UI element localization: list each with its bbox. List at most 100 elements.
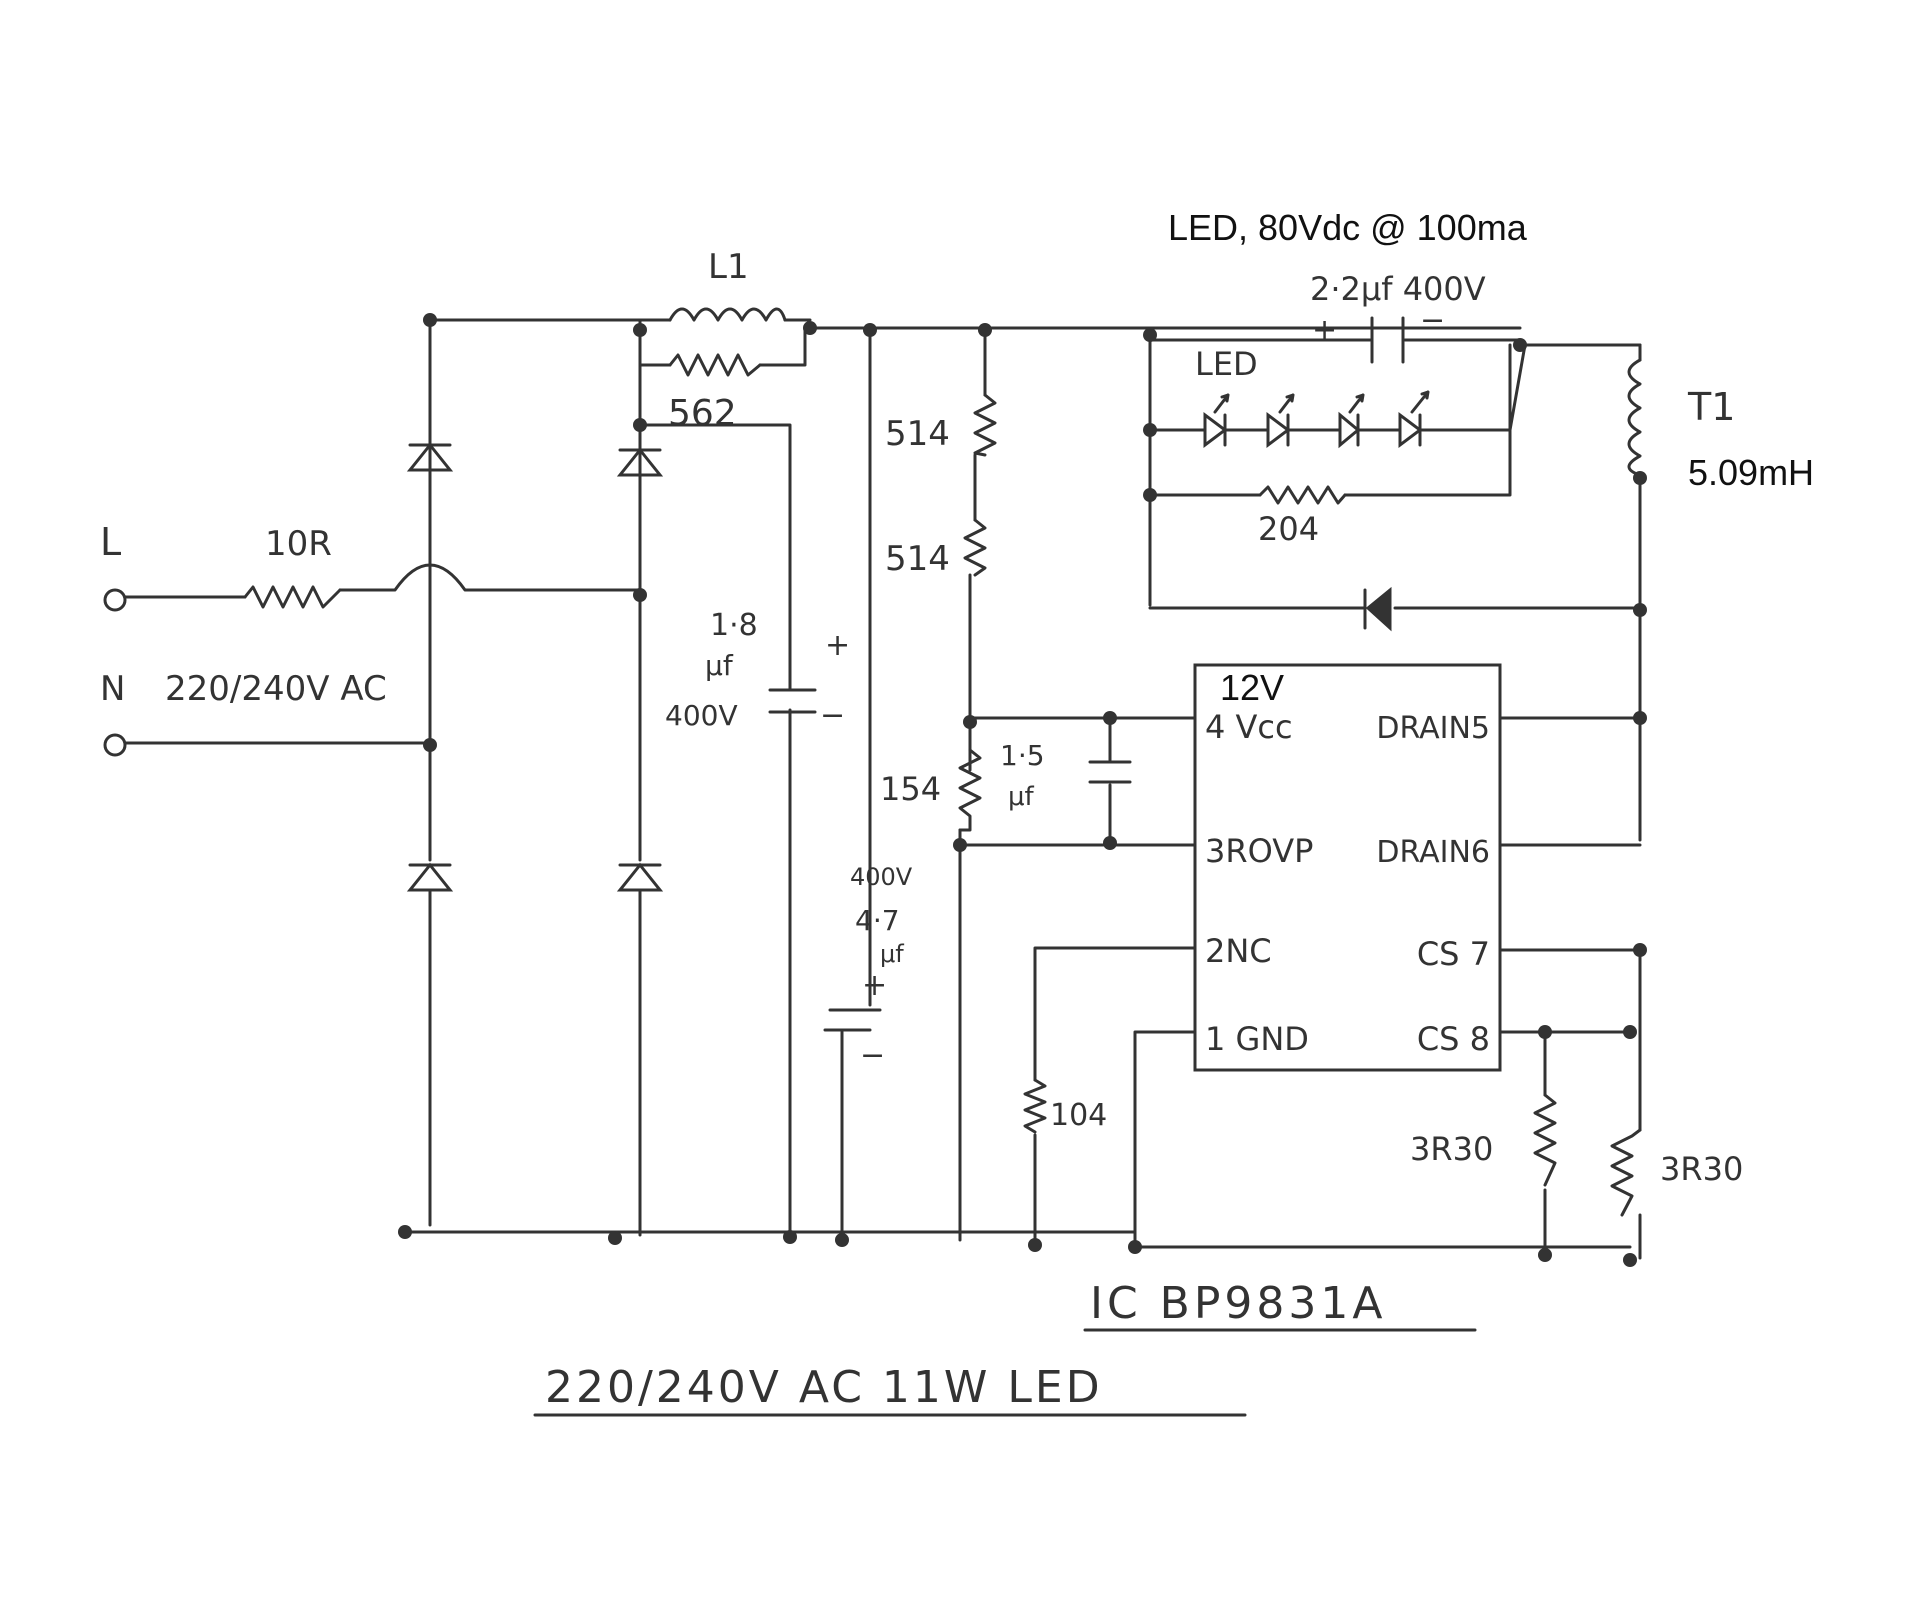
capacitor-4u7 — [823, 1008, 882, 1032]
cap-out-minus: − — [1420, 303, 1445, 338]
inductor-l1 — [668, 307, 787, 322]
line-label: L — [100, 520, 121, 564]
neutral-label: N — [100, 669, 125, 709]
transformer-value-label: 5.09mH — [1688, 452, 1814, 493]
junction-dot — [608, 1231, 622, 1245]
junction-dot — [1143, 423, 1157, 437]
wires — [116, 318, 1642, 1260]
junction-dot — [1103, 711, 1117, 725]
r204-right-lead — [1343, 343, 1512, 497]
resistor-562 — [668, 353, 762, 377]
resistor-3r30-right-label: 3R30 — [1660, 1150, 1743, 1188]
resistor-10r — [243, 585, 342, 609]
ic-pin-2-label: 2NC — [1205, 932, 1272, 970]
vcc-voltage-label: 12V — [1220, 667, 1284, 708]
cs7-line — [1498, 948, 1642, 1132]
junction-dot — [1143, 328, 1157, 342]
cap-bulk-value: 1·8 — [710, 608, 758, 643]
junction-dot — [633, 588, 647, 602]
diode-bridge-right-top — [616, 447, 664, 477]
junction-dot — [978, 323, 992, 337]
junction-dot — [423, 313, 437, 327]
cap-bulk-unit: μf — [705, 649, 734, 682]
resistor-3r30-right — [1610, 1128, 1642, 1217]
transformer-label: T1 — [1687, 385, 1735, 429]
resistor-562-label: 562 — [668, 393, 737, 434]
junction-dot — [863, 323, 877, 337]
diode-bridge-right-bottom — [616, 862, 664, 892]
led-4 — [1398, 390, 1430, 448]
gnd-line — [1133, 1030, 1197, 1249]
resistor-514-top-label: 514 — [885, 414, 950, 454]
junction-dot — [1633, 711, 1647, 725]
cap-4u7-value: 4·7 — [855, 904, 900, 937]
resistor-3r30-left — [1533, 1093, 1557, 1187]
junction-dot — [963, 715, 977, 729]
junction-dot — [633, 323, 647, 337]
cap-ovp-unit: μf — [1008, 782, 1035, 812]
junction-dot — [1513, 338, 1527, 352]
resistor-204-label: 204 — [1258, 510, 1319, 548]
cap-out-label: 2·2μf 400V — [1310, 270, 1486, 308]
resistor-104-label: 104 — [1050, 1098, 1107, 1133]
junction-dot — [398, 1225, 412, 1239]
resistor-154 — [958, 748, 982, 832]
junction-dot — [1538, 1025, 1552, 1039]
resistor-204 — [1258, 485, 1347, 505]
junction-dot — [1623, 1253, 1637, 1267]
junction-dot — [953, 838, 967, 852]
junction-dot — [1633, 943, 1647, 957]
nc-line — [1033, 946, 1197, 1082]
ic-pin-3-label: 3ROVP — [1205, 832, 1313, 870]
led-right-join — [1508, 343, 1527, 432]
diode-bridge-left-bottom — [406, 862, 454, 892]
capacitor-bulk — [768, 688, 817, 714]
junction-dot — [1143, 488, 1157, 502]
capacitor-1u5 — [1088, 760, 1132, 784]
ac-input-label: 220/240V AC — [165, 669, 387, 709]
cap-out-plus: + — [1312, 313, 1337, 348]
led-spec-label: LED, 80Vdc @ 100ma — [1168, 207, 1528, 248]
junction-dot — [803, 321, 817, 335]
ic-pin-7-label: CS 7 — [1417, 935, 1490, 973]
junction-dot — [1538, 1248, 1552, 1262]
ic-pin-8-label: CS 8 — [1417, 1020, 1490, 1058]
junction-dot — [1128, 1240, 1142, 1254]
junction-dots — [398, 313, 1647, 1267]
led-3 — [1338, 393, 1402, 449]
ic-pin-4-label: 4 Vcc — [1205, 708, 1293, 746]
capacitor-output — [1370, 316, 1405, 364]
led-2 — [1266, 393, 1342, 448]
resistor-514-mid-label: 514 — [885, 539, 950, 579]
led-string-label: LED — [1195, 345, 1258, 383]
page-title: 220/240V AC 11W LED — [545, 1362, 1103, 1413]
resistor-514-mid — [963, 518, 987, 577]
cap-4u7-plus: + — [862, 968, 887, 1003]
junction-dot — [633, 418, 647, 432]
line-to-bridge-wire — [338, 563, 642, 592]
led-1 — [1198, 393, 1270, 448]
resistor-104 — [1023, 1078, 1047, 1134]
ic-pin-5-label: DRAIN5 — [1376, 711, 1490, 746]
ic-pin-6-label: DRAIN6 — [1376, 835, 1490, 870]
cap-bulk-plus: + — [825, 628, 850, 663]
inductor-label: L1 — [708, 247, 749, 287]
ic-name-label: IC BP9831A — [1090, 1278, 1386, 1329]
cap-bulk-minus: − — [820, 698, 845, 733]
cap-ovp-value: 1·5 — [1000, 739, 1045, 772]
cap-4u7-voltage: 400V — [850, 863, 913, 891]
junction-dot — [1633, 603, 1647, 617]
bulk-cap-feed — [638, 423, 792, 692]
junction-dot — [1103, 836, 1117, 850]
cap-4u7-minus: − — [860, 1038, 885, 1073]
diode-bridge-left-top — [406, 442, 454, 472]
junction-dot — [783, 1230, 797, 1244]
resistor-3r30-left-label: 3R30 — [1410, 1130, 1493, 1168]
resistor-154-label: 154 — [880, 770, 941, 808]
cap-4u7-unit: μf — [880, 940, 904, 968]
junction-dot — [1028, 1238, 1042, 1252]
diode-freewheel — [1363, 586, 1392, 632]
junction-dot — [835, 1233, 849, 1247]
led-string — [1198, 390, 1430, 449]
